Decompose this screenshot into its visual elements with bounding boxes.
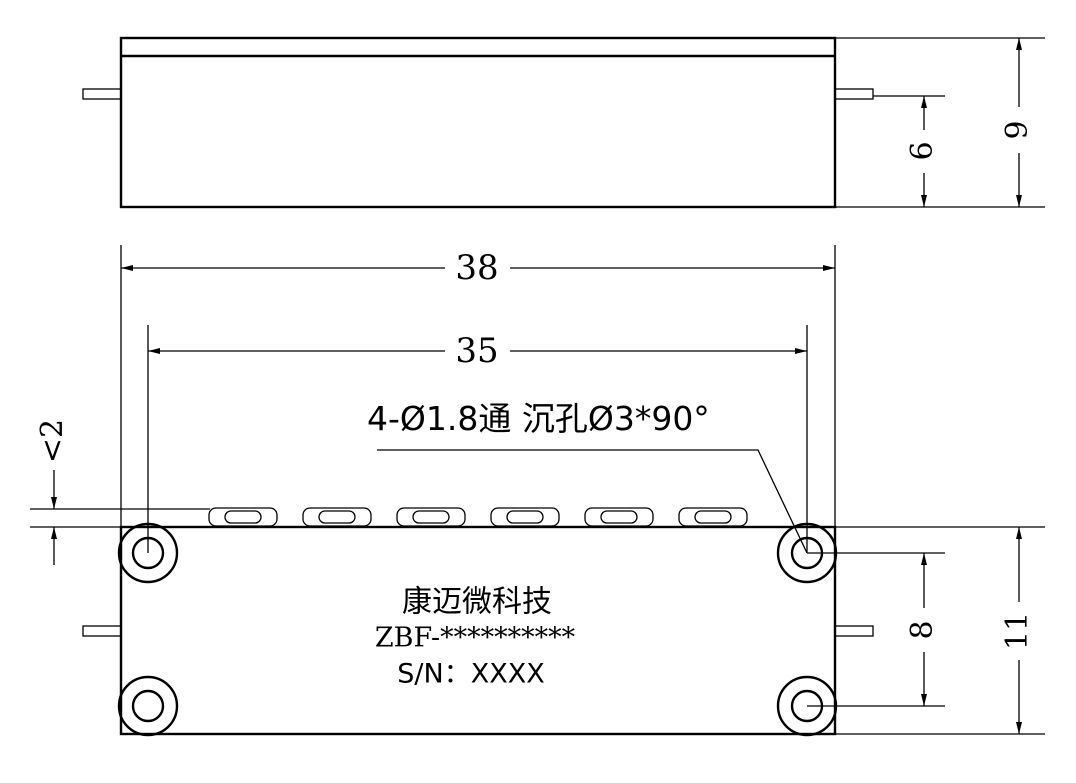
side-view-body <box>119 36 837 209</box>
dimension-width-total: 11 <box>1000 612 1035 650</box>
connector <box>678 507 748 527</box>
dimension-height-pin: 6 <box>905 141 940 160</box>
side-view-left-pin <box>82 88 122 100</box>
hole-callout-leader <box>377 449 808 554</box>
side-view-right-pin <box>834 88 874 100</box>
hole-callout: 4-Ø1.8通 沉孔Ø3*90° <box>367 399 710 438</box>
side-view: 6 9 <box>82 36 1045 209</box>
dimension-height-total: 9 <box>1000 120 1035 139</box>
dimension-connector-height: <2 <box>35 419 70 463</box>
dimension-hole-pitch: 35 <box>455 331 498 371</box>
plan-view: 38 35 4-Ø1.8通 沉孔Ø3*90° <2 <box>30 245 1045 737</box>
connector <box>208 507 278 527</box>
dimension-hole-spacing-vertical: 8 <box>905 620 940 639</box>
mounting-hole-bottom-left <box>117 675 179 737</box>
label-serial: S/N：XXXX <box>397 659 544 690</box>
dimension-length-overall: 38 <box>455 248 498 288</box>
plan-view-left-pin <box>82 625 122 637</box>
connector <box>490 507 560 527</box>
mounting-hole-top-left <box>117 522 179 584</box>
label-company: 康迈微科技 <box>402 585 552 620</box>
connector <box>396 507 466 527</box>
label-model: ZBF-********** <box>375 623 576 654</box>
connector-row <box>208 507 748 527</box>
connector <box>302 507 372 527</box>
connector <box>584 507 654 527</box>
plan-view-right-pin <box>834 625 874 637</box>
